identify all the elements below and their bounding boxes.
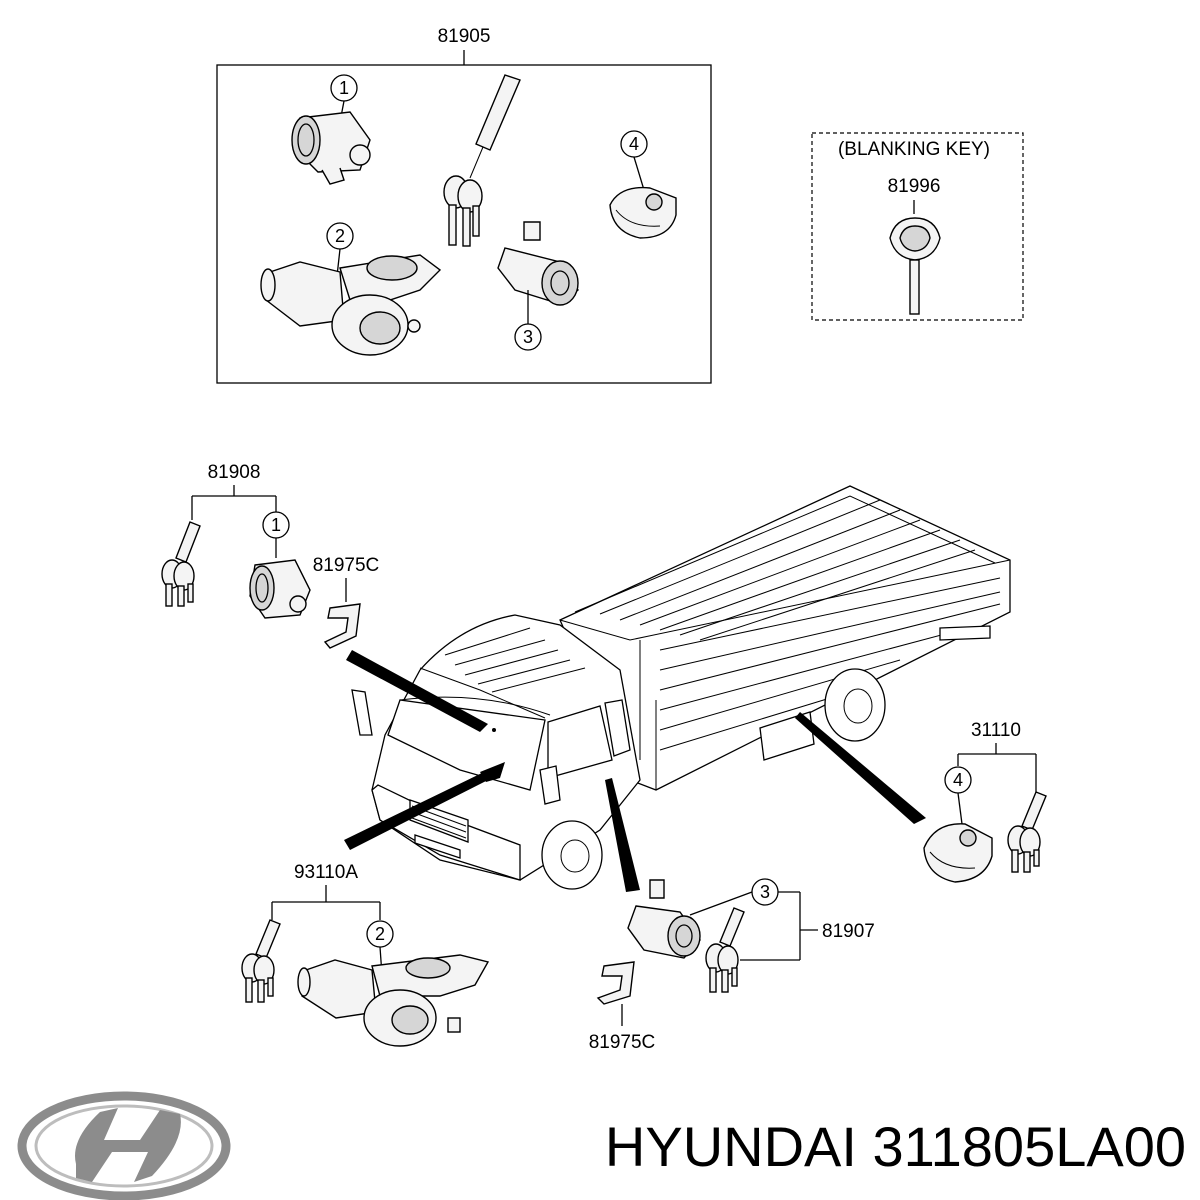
kit-93110a-label: 93110A xyxy=(294,862,358,883)
ignition-switch-icon xyxy=(260,254,442,356)
svg-text:4: 4 xyxy=(953,770,963,790)
kit-81907-group: 3 81907 xyxy=(627,878,875,993)
door-lock-cylinder-icon xyxy=(291,111,371,185)
hyundai-logo-icon xyxy=(17,1091,231,1200)
footer-brand: HYUNDAI xyxy=(605,1115,857,1178)
key-icon xyxy=(161,521,201,607)
kit-81908-label: 81908 xyxy=(208,462,261,483)
footer-space xyxy=(857,1115,873,1178)
key-icon xyxy=(241,919,281,1003)
svg-text:1: 1 xyxy=(339,78,349,98)
ignition-switch-icon xyxy=(297,954,490,1047)
footer-part-number: 311805LA00 xyxy=(873,1115,1187,1178)
blanking-key-box xyxy=(811,132,1024,321)
kit-81905-label: 81905 xyxy=(438,26,491,47)
blanking-key-title: (BLANKING KEY) xyxy=(838,139,990,160)
svg-text:3: 3 xyxy=(760,882,770,902)
clip-81975c-bottom-label: 81975C xyxy=(589,1032,656,1053)
lock-31110-group: 31110 4 xyxy=(923,720,1047,883)
key-icon xyxy=(705,907,745,993)
truck-illustration xyxy=(351,485,1011,890)
svg-text:HYUNDAI 311805LA00: HYUNDAI 311805LA00 xyxy=(605,1115,1186,1178)
clip-81975c-top-group: 81975C xyxy=(313,555,380,649)
svg-text:2: 2 xyxy=(375,924,385,944)
svg-text:4: 4 xyxy=(629,134,639,154)
kit-81905-group: 81905 1 4 xyxy=(216,26,712,384)
blanking-key-code: 81996 xyxy=(888,176,941,197)
callout-4-top: 4 xyxy=(620,130,648,191)
lock-31110-label: 31110 xyxy=(971,720,1021,741)
fuel-cap-lock-icon xyxy=(609,186,677,239)
svg-text:3: 3 xyxy=(523,327,533,347)
callout-3-top: 3 xyxy=(514,290,542,351)
kit-93110a-group: 93110A 2 xyxy=(241,862,490,1047)
door-lock-cylinder-icon xyxy=(627,879,701,959)
kit-81907-label: 81907 xyxy=(822,921,875,942)
svg-text:2: 2 xyxy=(335,226,345,246)
kit-81908-group: 81908 1 xyxy=(161,462,311,619)
clip-81975c-bottom-group: 81975C xyxy=(589,961,656,1053)
blanking-key-group: (BLANKING KEY) 81996 xyxy=(811,132,1024,321)
key-icon xyxy=(889,217,941,315)
door-lock-cylinder-icon xyxy=(497,221,579,306)
leader-arrows xyxy=(344,650,926,892)
key-icon xyxy=(1007,791,1047,873)
svg-text:1: 1 xyxy=(271,515,281,535)
door-lock-cylinder-icon xyxy=(249,559,311,619)
clip-81975c-top-label: 81975C xyxy=(313,555,380,576)
fuel-cap-lock-icon xyxy=(923,823,993,883)
key-icon xyxy=(443,74,521,247)
kit-81905-box xyxy=(216,64,712,384)
